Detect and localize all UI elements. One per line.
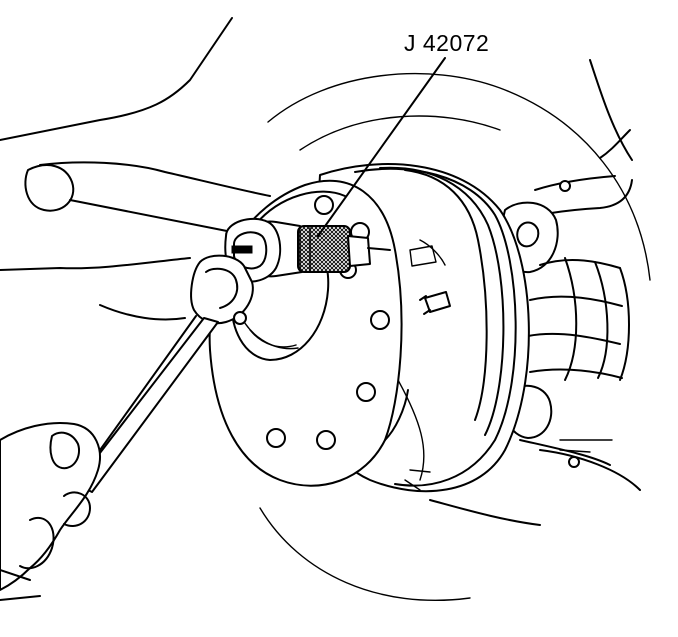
rotor-outline bbox=[259, 72, 651, 602]
knurled-sleeve bbox=[297, 225, 351, 273]
control-arm bbox=[0, 17, 271, 321]
lug-hole-icon bbox=[314, 195, 334, 215]
lug-hole-icon bbox=[356, 382, 376, 402]
cv-boot bbox=[527, 257, 630, 381]
hand bbox=[0, 422, 101, 601]
lug-hole-icon bbox=[370, 310, 390, 330]
tool-callout-label: J 42072 bbox=[404, 30, 490, 56]
callout-leader-line bbox=[317, 57, 446, 237]
steering-knuckle bbox=[498, 59, 633, 274]
lug-hole-icon bbox=[316, 430, 336, 450]
lug-hole-icon bbox=[266, 428, 286, 448]
wrench bbox=[75, 254, 254, 493]
